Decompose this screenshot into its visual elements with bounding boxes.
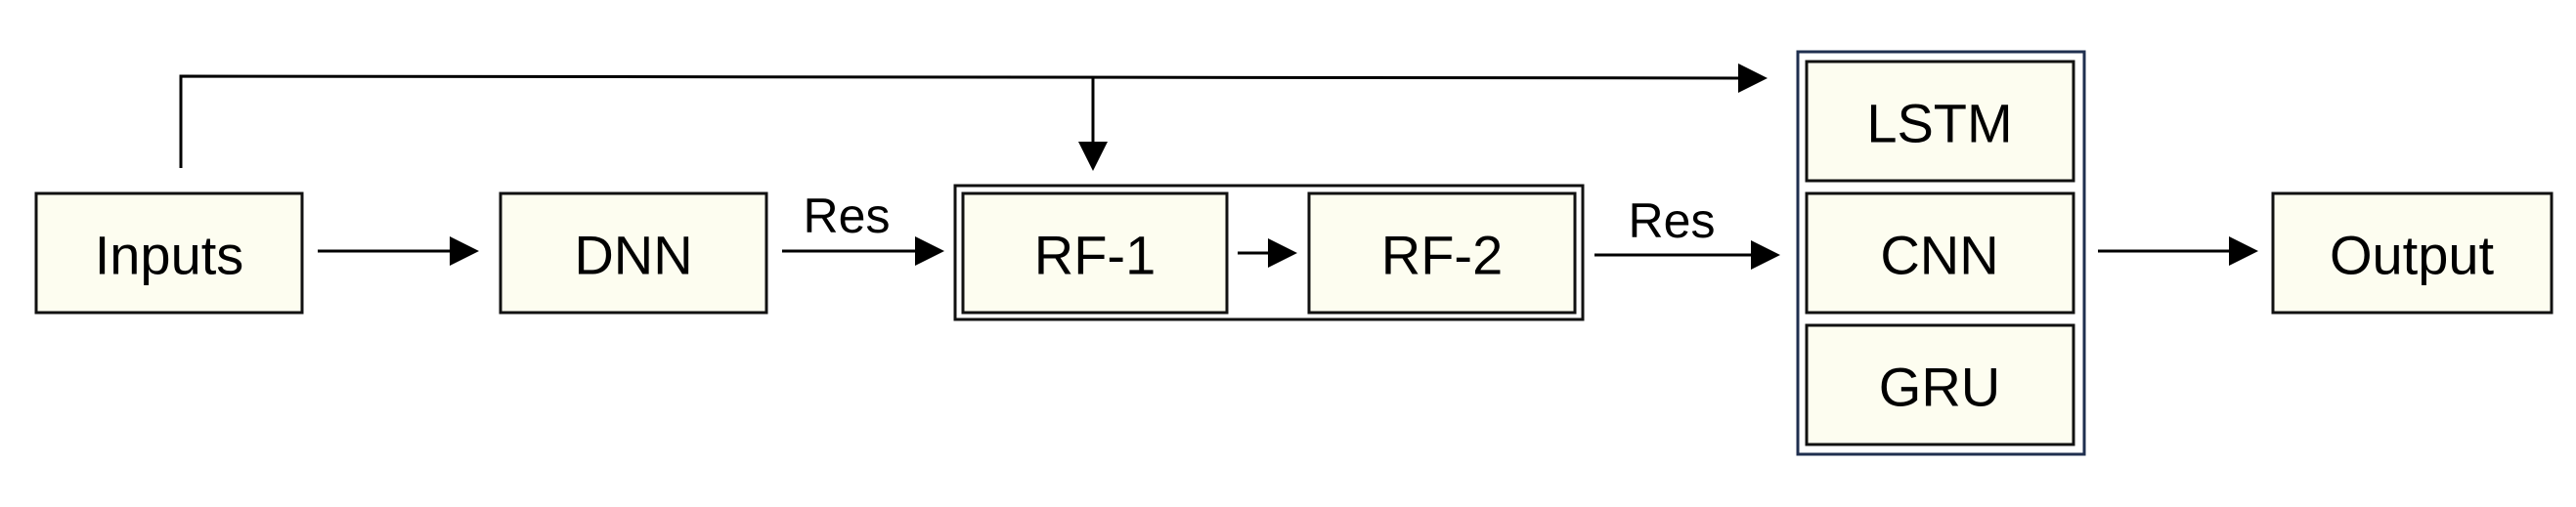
dnn-node: DNN [499, 191, 768, 315]
res-label-dnn-rf: Res [804, 189, 891, 243]
rf1-label: RF-1 [1034, 225, 1156, 286]
inputs-box [34, 191, 304, 315]
dnn-box [499, 191, 768, 315]
rf-group: RF-1 RF-2 [953, 184, 1585, 321]
cnn-box [1805, 191, 2075, 315]
lstm-label: LSTM [1866, 93, 2012, 154]
inputs-label: Inputs [95, 225, 244, 286]
rf2-box [1307, 191, 1577, 315]
output-node: Output [2271, 191, 2554, 315]
cnn-label: CNN [1880, 225, 1998, 286]
gru-label: GRU [1879, 357, 2000, 418]
output-label: Output [2330, 225, 2495, 286]
lstm-box [1805, 60, 2075, 183]
skip-connection-trunk [179, 63, 1768, 168]
dnn-label: DNN [574, 225, 692, 286]
rf1-box [961, 191, 1229, 315]
gru-box [1805, 323, 2075, 446]
rf2-label: RF-2 [1381, 225, 1503, 286]
output-box [2271, 191, 2554, 315]
skip-connection [179, 63, 1768, 171]
res-label-rf-seq: Res [1629, 193, 1716, 248]
inputs-node: Inputs [34, 191, 304, 315]
sequence-model-group: LSTM CNN GRU [1796, 50, 2086, 456]
